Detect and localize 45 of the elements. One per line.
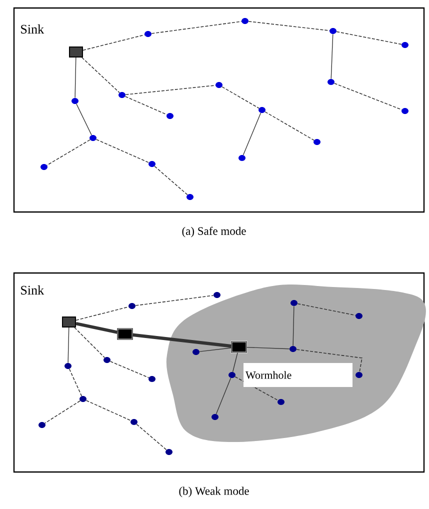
link-line (86, 400, 132, 421)
link-line (151, 21, 242, 34)
link-line (136, 424, 167, 450)
link-line (74, 327, 105, 358)
sink-label: Sink (21, 285, 44, 295)
link-line (76, 322, 118, 334)
link-line (44, 400, 80, 424)
link-line (135, 295, 214, 306)
wormhole-node-box (230, 340, 248, 354)
link-line (68, 327, 70, 364)
link-line (216, 378, 232, 414)
link-line (330, 34, 334, 80)
link-line (234, 376, 278, 401)
link-line (296, 349, 362, 372)
link-line (242, 112, 262, 156)
link-line (222, 86, 260, 109)
caption: (b) Weak mode (179, 486, 249, 498)
link-line (232, 352, 238, 372)
link-line (264, 111, 314, 141)
link-line (125, 84, 216, 96)
link-line (76, 306, 129, 321)
link-line (74, 57, 76, 98)
link-line (246, 346, 290, 350)
link-line (82, 34, 145, 51)
link-line (46, 139, 90, 166)
sink-node-box (62, 316, 76, 328)
link-line (292, 306, 294, 346)
link-line (81, 57, 120, 94)
wormhole-label: Wormhole (244, 363, 352, 387)
link-line (154, 166, 188, 196)
link-line (96, 139, 150, 163)
link-line (68, 368, 82, 396)
link-line (76, 104, 92, 136)
link-line (336, 31, 402, 45)
link-line (248, 21, 330, 31)
link-line (110, 361, 150, 378)
link-line (124, 96, 168, 115)
wormhole-node-box (116, 328, 134, 340)
link-line (334, 82, 402, 110)
link-line (199, 348, 232, 352)
link-line (297, 303, 356, 316)
link-line (132, 333, 232, 348)
caption: (a) Safe mode (182, 226, 246, 238)
sink-label: Sink (21, 24, 44, 34)
sink-node-box (69, 46, 83, 58)
